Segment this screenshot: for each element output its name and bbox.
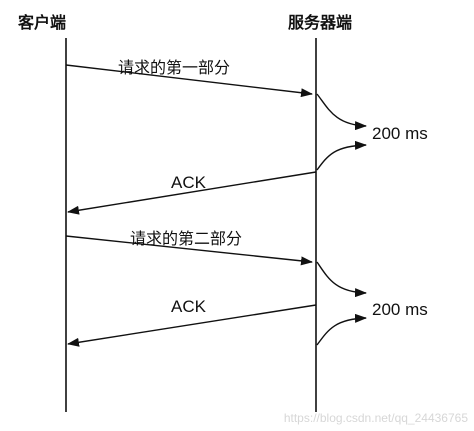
- request-part2-label: 请求的第二部分: [130, 229, 242, 248]
- ack2-arrow: [67, 304, 317, 347]
- delay2-in-curve: [316, 261, 367, 298]
- delay2-out-curve: [316, 313, 367, 346]
- request-part1-label: 请求的第一部分: [118, 58, 230, 77]
- client-heading: 客户端: [18, 13, 66, 32]
- request-part1-arrow: [65, 64, 313, 98]
- ack1-label: ACK: [171, 173, 207, 192]
- delay2-label: 200 ms: [372, 300, 428, 319]
- server-heading: 服务器端: [288, 13, 352, 32]
- delay1-label: 200 ms: [372, 124, 428, 143]
- request-part2-arrow: [65, 235, 313, 266]
- delay1-in-curve: [316, 93, 367, 131]
- ack2-label: ACK: [171, 297, 207, 316]
- ack1-arrow: [67, 171, 317, 215]
- watermark-text: https://blog.csdn.net/qq_24436765: [284, 411, 468, 425]
- delay1-out-curve: [316, 140, 367, 171]
